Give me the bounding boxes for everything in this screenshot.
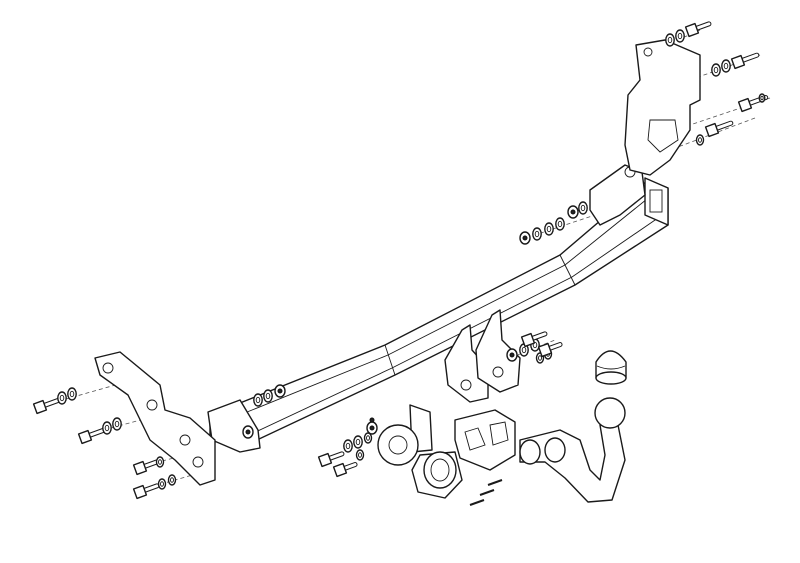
washer-hole: [546, 225, 552, 233]
bolt-head: [132, 460, 148, 476]
nut-hole: [570, 209, 576, 215]
tow-ball-receiver: [454, 409, 516, 471]
washer-hole: [104, 424, 110, 432]
washer: [343, 439, 353, 453]
bolt-head: [537, 342, 553, 358]
washer: [102, 421, 112, 435]
bolt-head: [704, 122, 720, 138]
washer-hole: [538, 355, 542, 361]
bolt-head: [520, 332, 536, 348]
left-chassis-bracket: [94, 351, 216, 486]
washer: [758, 93, 766, 103]
washer: [578, 201, 588, 215]
washer-hole: [557, 220, 563, 228]
bolts-and-washers: [32, 21, 769, 506]
washer-hole: [114, 420, 120, 428]
nut-hole: [369, 425, 375, 431]
washer-hole: [667, 36, 673, 44]
bolt-head: [730, 54, 746, 70]
washer: [544, 222, 554, 236]
washer: [67, 387, 77, 401]
washer-hole: [158, 459, 162, 465]
washer: [363, 432, 373, 444]
washer: [112, 417, 122, 431]
washer-hole: [355, 438, 361, 446]
washer: [675, 29, 685, 43]
bolt-head: [77, 429, 93, 445]
washer-hole: [59, 394, 65, 402]
washer: [721, 59, 731, 73]
washer: [353, 435, 363, 449]
washer-hole: [698, 137, 702, 143]
right-beam-bracket: [589, 164, 646, 226]
nut-hole: [522, 235, 528, 241]
washer: [167, 474, 177, 486]
washer-hole: [760, 95, 764, 101]
washer-hole: [265, 392, 271, 400]
screw: [479, 489, 495, 496]
washer: [555, 217, 565, 231]
bolt-head: [332, 462, 348, 478]
tow-ball-cover: [595, 350, 627, 385]
washer-hole: [580, 204, 586, 212]
washer: [695, 134, 705, 146]
nut-hole: [277, 388, 283, 394]
washer-hole: [534, 230, 540, 238]
washer: [711, 63, 721, 77]
socket-mounting-plate: [377, 404, 433, 466]
tow-ball-neck: [519, 424, 626, 503]
washer-hole: [69, 390, 75, 398]
bolt-head: [737, 97, 753, 113]
washer: [253, 393, 263, 407]
washer-hole: [532, 341, 538, 349]
washer-hole: [677, 32, 683, 40]
washer: [157, 478, 167, 490]
center-bracket-left: [444, 324, 489, 403]
bolt-head: [32, 399, 48, 415]
washer: [155, 456, 165, 468]
screw: [369, 417, 375, 423]
washer-hole: [521, 346, 527, 354]
bolt-head: [684, 22, 700, 38]
washer: [263, 389, 273, 403]
washer-hole: [723, 62, 729, 70]
nut-hole: [509, 352, 515, 358]
washer-hole: [160, 481, 164, 487]
screw: [487, 479, 503, 486]
bolt-head: [132, 484, 148, 500]
tow-ball: [594, 397, 626, 429]
crossbar-beam: [209, 177, 669, 449]
washer-hole: [358, 452, 362, 458]
center-bracket-right: [475, 309, 521, 393]
washer: [532, 227, 542, 241]
washer-hole: [713, 66, 719, 74]
washer-hole: [366, 435, 370, 441]
washer-hole: [255, 396, 261, 404]
washer-hole: [170, 477, 174, 483]
right-chassis-bracket: [624, 39, 701, 176]
washer: [57, 391, 67, 405]
washer: [665, 33, 675, 47]
washer: [355, 449, 365, 461]
electrical-socket: [411, 451, 463, 499]
screw: [469, 499, 485, 506]
nut-hole: [245, 429, 251, 435]
bolt-head: [317, 452, 333, 468]
washer-hole: [345, 442, 351, 450]
